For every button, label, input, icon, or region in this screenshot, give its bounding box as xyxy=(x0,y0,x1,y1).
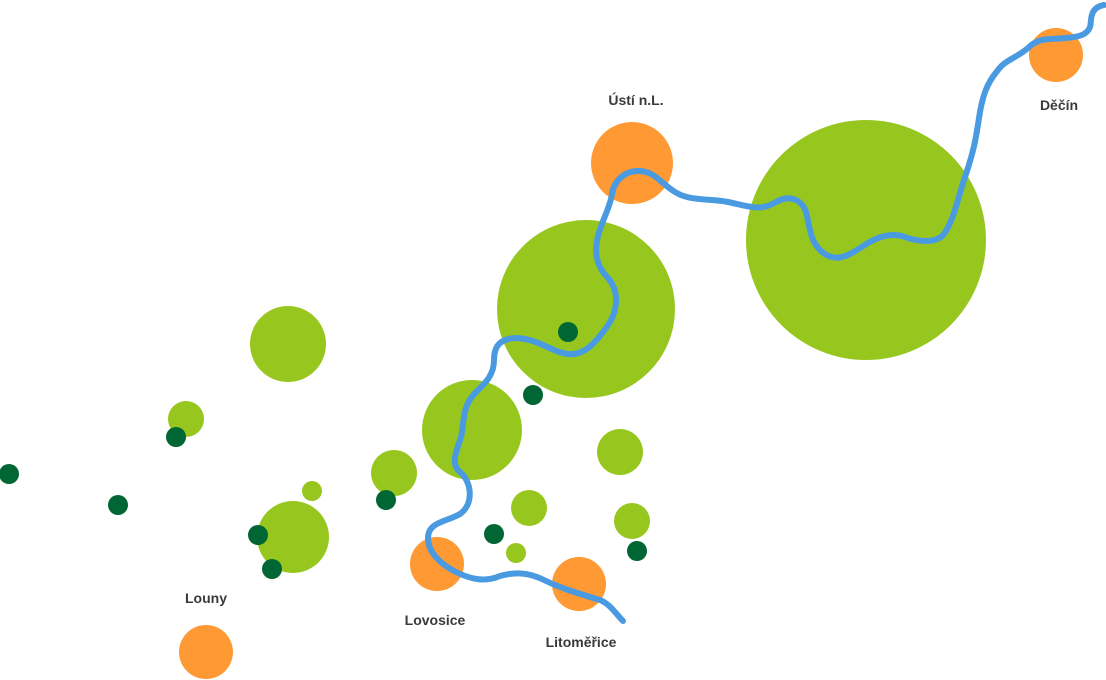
green-area-marker[interactable] xyxy=(614,503,650,539)
dark-site-marker[interactable] xyxy=(166,427,186,447)
green-area-marker[interactable] xyxy=(511,490,547,526)
dark-site-marker[interactable] xyxy=(262,559,282,579)
green-area-marker[interactable] xyxy=(597,429,643,475)
green-area-marker[interactable] xyxy=(371,450,417,496)
green-area-marker[interactable] xyxy=(302,481,322,501)
dark-site-marker[interactable] xyxy=(376,490,396,510)
green-area-marker[interactable] xyxy=(257,501,329,573)
green-area-marker[interactable] xyxy=(422,380,522,480)
city-label-usti: Ústí n.L. xyxy=(608,91,663,108)
city-marker-usti[interactable] xyxy=(591,122,673,204)
dark-site-marker[interactable] xyxy=(248,525,268,545)
city-marker-lovosice[interactable] xyxy=(410,537,464,591)
dark-site-marker[interactable] xyxy=(627,541,647,561)
city-label-layer: Děčín Ústí n.L. Louny Lovosice Litoměřic… xyxy=(185,91,1078,650)
city-label-louny: Louny xyxy=(185,590,227,606)
dark-site-marker[interactable] xyxy=(558,322,578,342)
city-label-decin: Děčín xyxy=(1040,97,1078,113)
green-area-marker[interactable] xyxy=(497,220,675,398)
river-line xyxy=(425,2,1106,624)
dark-site-marker[interactable] xyxy=(484,524,504,544)
city-marker-louny[interactable] xyxy=(179,625,233,679)
city-label-lovosice: Lovosice xyxy=(405,612,466,628)
dark-site-marker[interactable] xyxy=(0,464,19,484)
dark-site-layer xyxy=(0,322,647,579)
green-area-marker[interactable] xyxy=(250,306,326,382)
green-area-marker[interactable] xyxy=(746,120,986,360)
green-area-layer xyxy=(168,120,986,573)
dark-site-marker[interactable] xyxy=(523,385,543,405)
city-label-litomerice: Litoměřice xyxy=(546,634,617,650)
green-area-marker[interactable] xyxy=(506,543,526,563)
dark-site-marker[interactable] xyxy=(108,495,128,515)
